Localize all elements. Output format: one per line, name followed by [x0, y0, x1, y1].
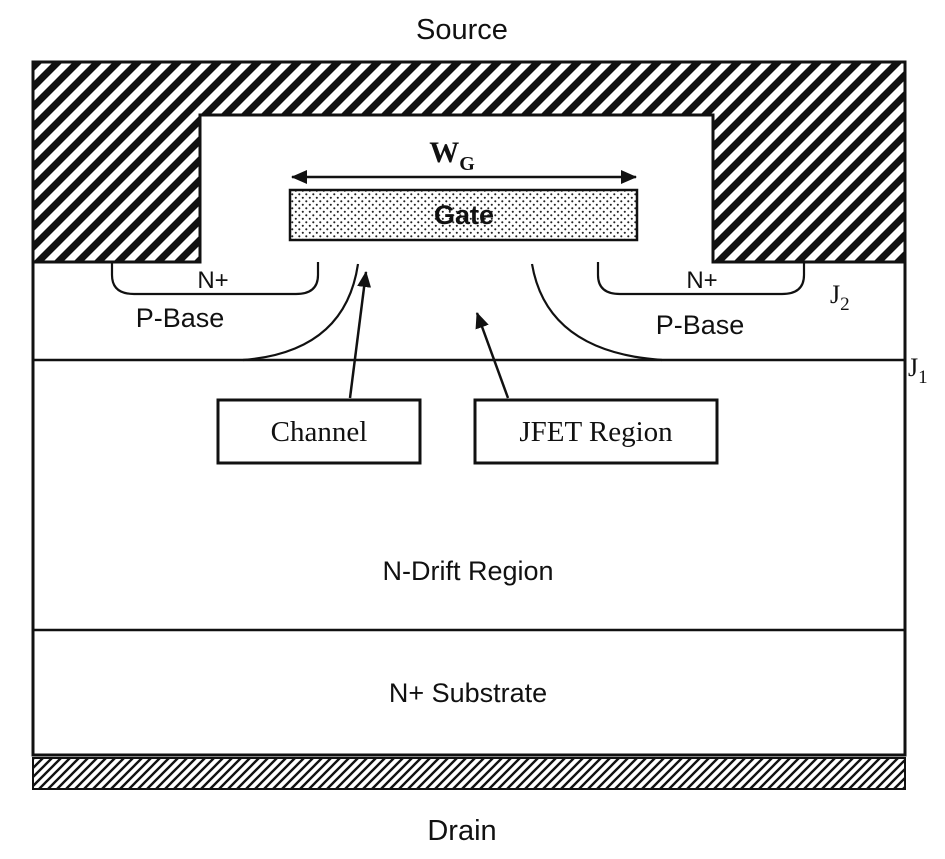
channel-label: Channel	[271, 416, 368, 448]
pbase-right-junction-curve	[530, 263, 663, 362]
substrate-label: N+ Substrate	[389, 678, 547, 708]
gate-region	[288, 188, 639, 242]
pbase-left-label: P-Base	[136, 303, 225, 333]
jfet-label: JFET Region	[519, 416, 673, 448]
j2-label: J2	[830, 280, 850, 315]
j1-label: J1	[908, 353, 928, 388]
ndrift-label: N-Drift Region	[382, 556, 553, 586]
gate-label: Gate	[434, 200, 494, 230]
pbase-left-junction-curve	[242, 263, 360, 362]
gate-width-label: WG	[429, 136, 475, 175]
device-outline	[31, 60, 907, 757]
drain-metal-hatch	[32, 757, 906, 790]
channel-callout-box	[216, 398, 422, 465]
nplus-left-label: N+	[197, 267, 228, 294]
nplus-right-region	[596, 262, 806, 296]
pbase-right-label: P-Base	[656, 310, 745, 340]
jfet-arrow	[475, 312, 510, 399]
drain-label: Drain	[427, 815, 496, 847]
channel-arrow	[348, 271, 372, 399]
nplus-right-label: N+	[686, 267, 717, 294]
jfet-callout-box	[473, 398, 719, 465]
nplus-left-region	[110, 262, 320, 296]
source-label: Source	[416, 14, 508, 46]
